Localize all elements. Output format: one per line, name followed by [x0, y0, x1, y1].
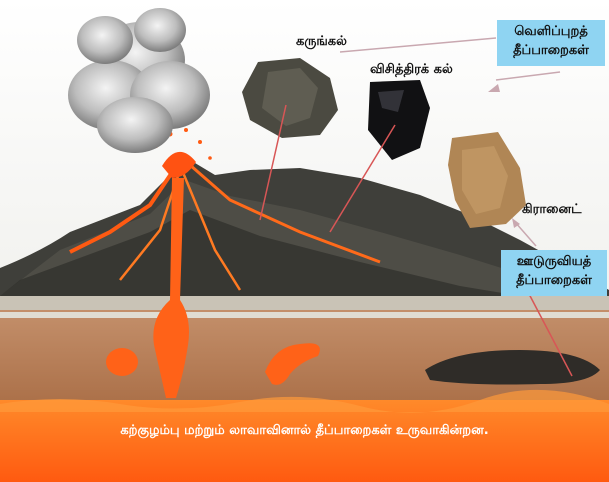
caption: கற்குழம்பு மற்றும் லாவாவினால் தீப்பாறைகள…: [0, 423, 609, 439]
magma-pocket-left: [106, 348, 138, 376]
extrusive-line1: வெளிப்புறத்: [497, 22, 605, 41]
extrusive-box: வெளிப்புறத் தீப்பாறைகள்: [497, 20, 605, 66]
extrusive-line2: தீப்பாறைகள்: [497, 41, 605, 60]
granite-label: கிரானைட்: [522, 202, 581, 218]
intrusive-line1: ஊடுருவியத்: [501, 252, 607, 271]
surface-line: [0, 312, 609, 318]
obsidian-label: விசித்திரக் கல்: [370, 62, 453, 78]
basalt-label: கருங்கல்: [296, 34, 347, 50]
intrusive-line2: தீப்பாறைகள்: [501, 271, 607, 290]
surface-strip: [0, 296, 609, 310]
magma-band: [0, 400, 609, 482]
intrusive-box: ஊடுருவியத் தீப்பாறைகள்: [501, 250, 607, 296]
